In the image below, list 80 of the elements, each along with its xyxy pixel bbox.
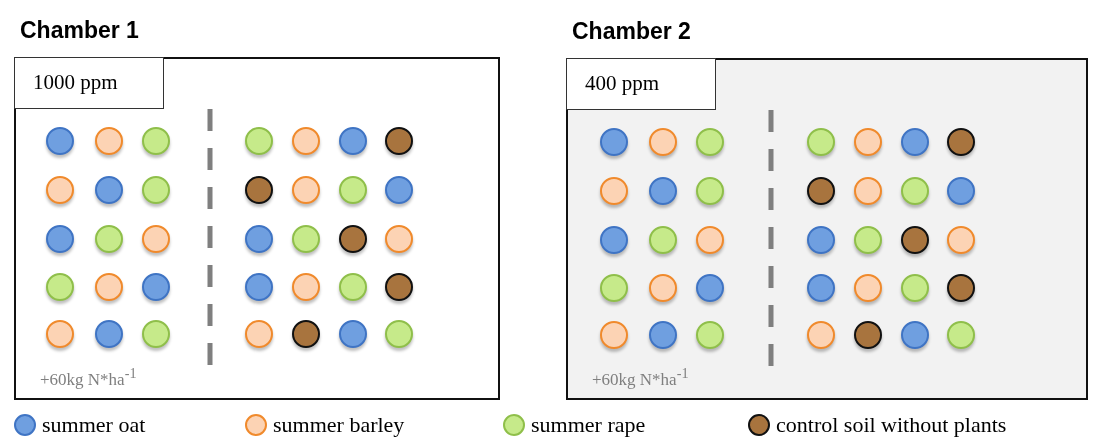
pot-circle (947, 226, 975, 254)
legend-label: control soil without plants (776, 412, 1007, 438)
pot-circle (807, 321, 835, 349)
pot-circle (339, 320, 367, 348)
legend-label: summer oat (42, 412, 146, 438)
pot-circle (245, 320, 273, 348)
pot-circle (807, 226, 835, 254)
pot-circle (901, 226, 929, 254)
pot-circle (292, 320, 320, 348)
pot-circle (142, 127, 170, 155)
fertilizer-note: +60kg N*ha$^{-1}$ (40, 365, 137, 390)
pot-circle (696, 226, 724, 254)
fertilizer-note: +60kg N*ha$^{-1}$ (592, 365, 689, 390)
pot-circle (947, 177, 975, 205)
pot-circle (807, 128, 835, 156)
pot-circle (292, 225, 320, 253)
pot-circle (600, 321, 628, 349)
pot-circle (95, 225, 123, 253)
pot-circle (696, 274, 724, 302)
pot-circle (95, 320, 123, 348)
pot-circle (901, 321, 929, 349)
pot-circle (600, 226, 628, 254)
pot-circle (947, 128, 975, 156)
concentration-label: 1000 ppm (14, 57, 164, 109)
pot-circle (292, 273, 320, 301)
pot-circle (245, 127, 273, 155)
pot-circle (947, 321, 975, 349)
pot-circle (46, 127, 74, 155)
pot-circle (339, 127, 367, 155)
pot-circle (95, 273, 123, 301)
pot-circle (649, 128, 677, 156)
pot-circle (339, 225, 367, 253)
pot-circle (901, 128, 929, 156)
pot-circle (46, 320, 74, 348)
chamber-title: Chamber 1 (20, 17, 139, 44)
pot-circle (854, 274, 882, 302)
chamber-title: Chamber 2 (572, 18, 691, 45)
pot-circle (339, 273, 367, 301)
pot-circle (901, 274, 929, 302)
pot-circle (339, 176, 367, 204)
pot-circle (292, 127, 320, 155)
pot-circle (947, 274, 975, 302)
pot-circle (46, 176, 74, 204)
pot-circle (95, 176, 123, 204)
pot-circle (385, 273, 413, 301)
pot-circle (649, 226, 677, 254)
pot-circle (142, 273, 170, 301)
legend-label: summer barley (273, 412, 405, 438)
pot-circle (901, 177, 929, 205)
legend-label: summer rape (531, 412, 646, 438)
pot-circle (854, 321, 882, 349)
pot-circle (142, 320, 170, 348)
pot-circle (46, 225, 74, 253)
pot-circle (854, 226, 882, 254)
pot-circle (95, 127, 123, 155)
pot-circle (245, 176, 273, 204)
pot-circle (46, 273, 74, 301)
pot-circle (649, 274, 677, 302)
pot-circle (696, 177, 724, 205)
pot-circle (600, 274, 628, 302)
pot-circle (696, 128, 724, 156)
pot-circle (385, 176, 413, 204)
pot-circle (385, 320, 413, 348)
pot-circle (600, 128, 628, 156)
pot-circle (649, 177, 677, 205)
pot-circle (807, 177, 835, 205)
pot-circle (385, 127, 413, 155)
pot-circle (600, 177, 628, 205)
pot-circle (245, 225, 273, 253)
pot-circle (142, 176, 170, 204)
pot-circle (649, 321, 677, 349)
pot-circle (854, 177, 882, 205)
pot-circle (142, 225, 170, 253)
pot-circle (385, 225, 413, 253)
pot-circle (245, 273, 273, 301)
pot-circle (807, 274, 835, 302)
pot-circle (696, 321, 724, 349)
pot-circle (292, 176, 320, 204)
concentration-label: 400 ppm (566, 58, 716, 110)
pot-circle (854, 128, 882, 156)
